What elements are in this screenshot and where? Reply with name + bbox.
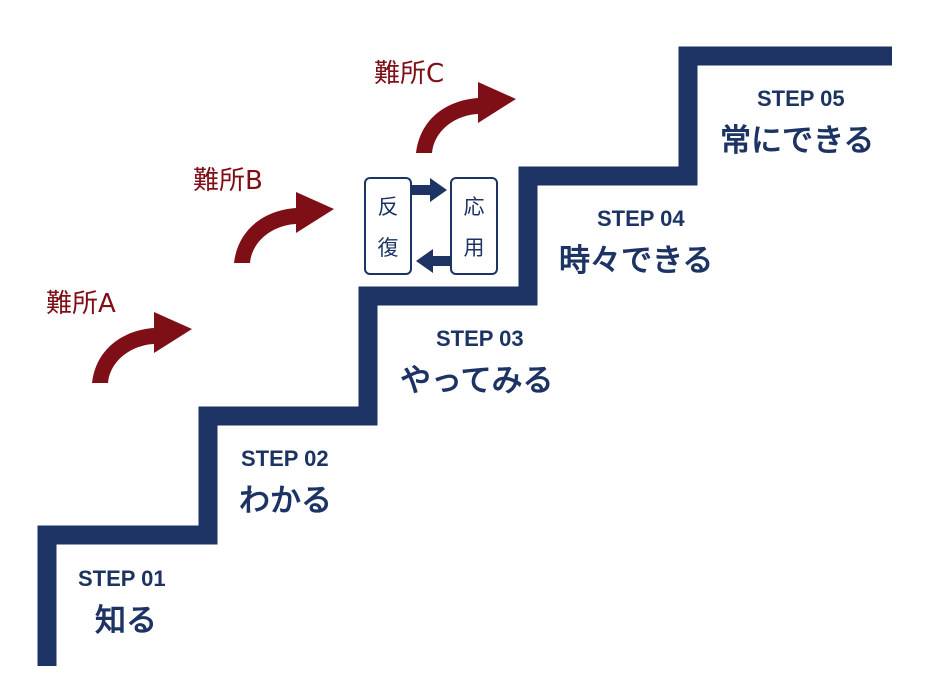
repeat-box [364, 177, 412, 275]
apply-box-char-2: 用 [464, 236, 485, 260]
difficulty-arrow-b [234, 192, 334, 263]
apply-box [450, 177, 498, 275]
staircase-line [37, 46, 892, 666]
step-03-number: STEP 03 [436, 326, 524, 351]
arrow-right-icon [411, 178, 447, 202]
cycle-diagram: 反 復 応 用 [364, 177, 498, 275]
step-01-number: STEP 01 [78, 566, 166, 591]
apply-box-char-1: 応 [464, 195, 485, 219]
step-04-label: 時々できる [559, 243, 713, 279]
step-02-label: わかる [239, 483, 332, 519]
curved-arrow-icon [234, 192, 334, 263]
step-01-label: 知る [95, 603, 157, 639]
step-05-number: STEP 05 [757, 86, 845, 111]
step-04-number: STEP 04 [597, 206, 685, 231]
difficulty-label-a: 難所A [46, 289, 116, 319]
repeat-box-char-2: 復 [378, 236, 399, 260]
repeat-box-char-1: 反 [378, 195, 399, 219]
curved-arrow-icon [92, 312, 192, 383]
difficulty-arrow-a [92, 312, 192, 383]
arrow-left-icon [416, 249, 451, 273]
difficulty-label-c: 難所C [374, 59, 444, 89]
step-02-number: STEP 02 [241, 446, 329, 471]
difficulty-arrow-c [416, 82, 516, 153]
difficulty-label-b: 難所B [193, 166, 263, 196]
step-03-label: やってみる [400, 363, 553, 399]
curved-arrow-icon [416, 82, 516, 153]
step-05-label: 常にできる [720, 123, 874, 159]
